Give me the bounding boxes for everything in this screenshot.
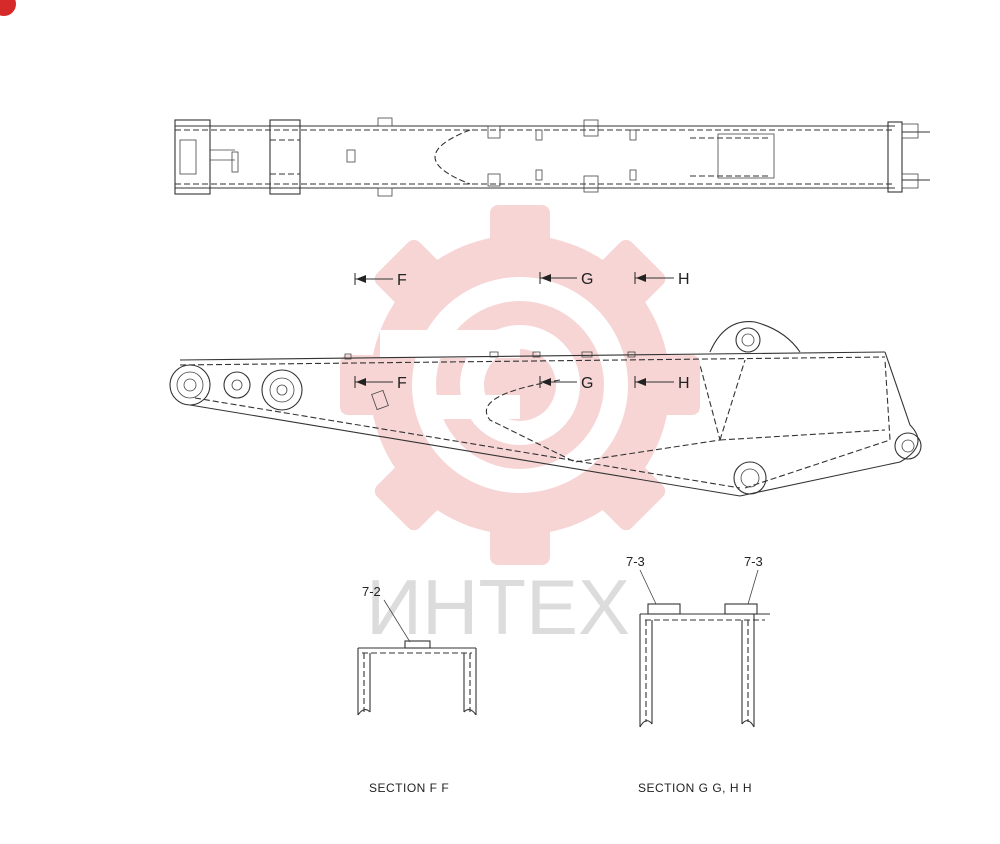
marker-label-f-lower: F [397, 375, 407, 392]
boom-top-view [174, 117, 930, 197]
marker-label-g-upper: G [581, 271, 593, 288]
corner-badge-icon [0, 0, 16, 16]
callout-7-3-right: 7-3 [744, 554, 763, 569]
section-marker-g-upper: G [539, 271, 593, 288]
section-marker-f-upper: F [354, 272, 407, 289]
watermark-text: ИНТЕХ [366, 563, 630, 651]
boom-side-view [169, 321, 922, 497]
callout-7-2: 7-2 [362, 584, 381, 599]
marker-label-g-lower: G [581, 375, 593, 392]
marker-label-h-lower: H [678, 375, 690, 392]
callout-7-3-left: 7-3 [626, 554, 645, 569]
watermark-gear-icon [340, 205, 700, 565]
marker-label-h-upper: H [678, 271, 690, 288]
caption-section-ff: SECTION F F [369, 781, 449, 795]
section-ff-drawing [357, 599, 477, 716]
marker-label-f-upper: F [397, 272, 407, 289]
caption-section-gg-hh: SECTION G G, H H [638, 781, 752, 795]
section-marker-f-lower: F [354, 375, 407, 392]
section-marker-h-upper: H [634, 271, 690, 288]
section-marker-h-lower: H [634, 375, 690, 392]
section-marker-g-lower: G [539, 375, 593, 392]
section-gg-drawing [639, 569, 770, 728]
